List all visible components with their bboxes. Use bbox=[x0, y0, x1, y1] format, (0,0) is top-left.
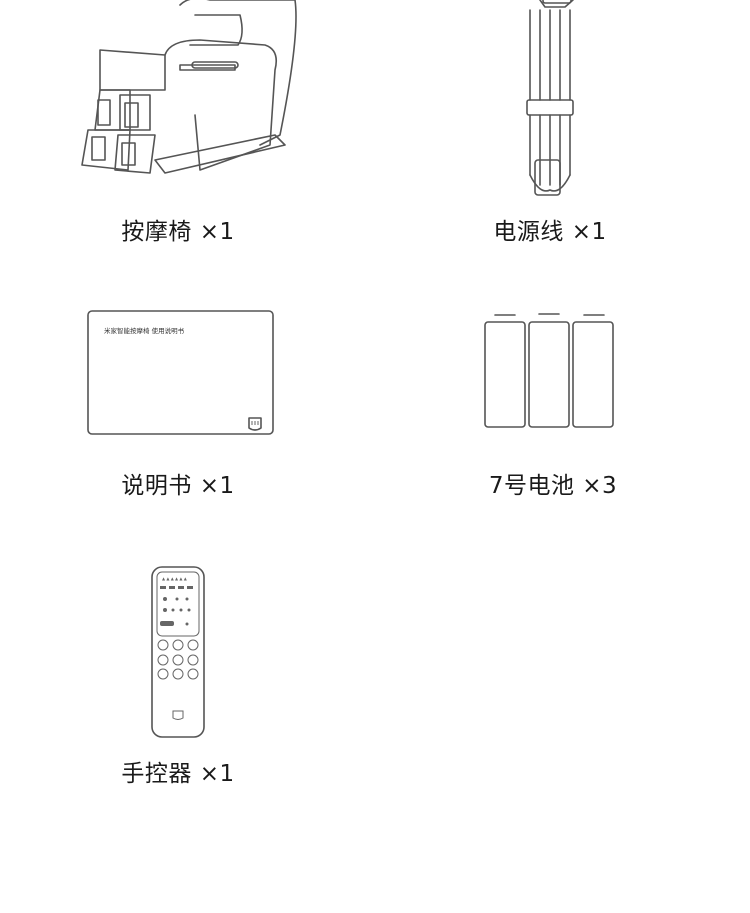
item-label-massage-chair: 按摩椅 ×1 bbox=[121, 219, 235, 245]
aaa-battery-illustration bbox=[484, 313, 614, 428]
massage-chair-illustration bbox=[81, 0, 297, 174]
item-label-power-cable: 电源线 ×1 bbox=[493, 219, 607, 245]
battery-1 bbox=[484, 314, 526, 428]
svg-text:▲ ▲ ▲ ▲ ▲ ▲: ▲ ▲ ▲ ▲ ▲ ▲ bbox=[162, 576, 188, 581]
item-label-remote: 手控器 ×1 bbox=[121, 761, 235, 787]
manual-cover-title: 米家智能按摩椅 使用说明书 bbox=[104, 327, 185, 335]
remote-control-illustration: ▲ ▲ ▲ ▲ ▲ ▲ bbox=[151, 566, 205, 738]
battery-2 bbox=[528, 313, 570, 428]
item-label-manual: 说明书 ×1 bbox=[121, 473, 235, 499]
battery-3 bbox=[572, 314, 614, 428]
item-label-batteries: 7号电池 ×3 bbox=[488, 473, 618, 499]
manual-booklet-illustration bbox=[87, 310, 274, 435]
power-cable-illustration bbox=[526, 0, 574, 196]
